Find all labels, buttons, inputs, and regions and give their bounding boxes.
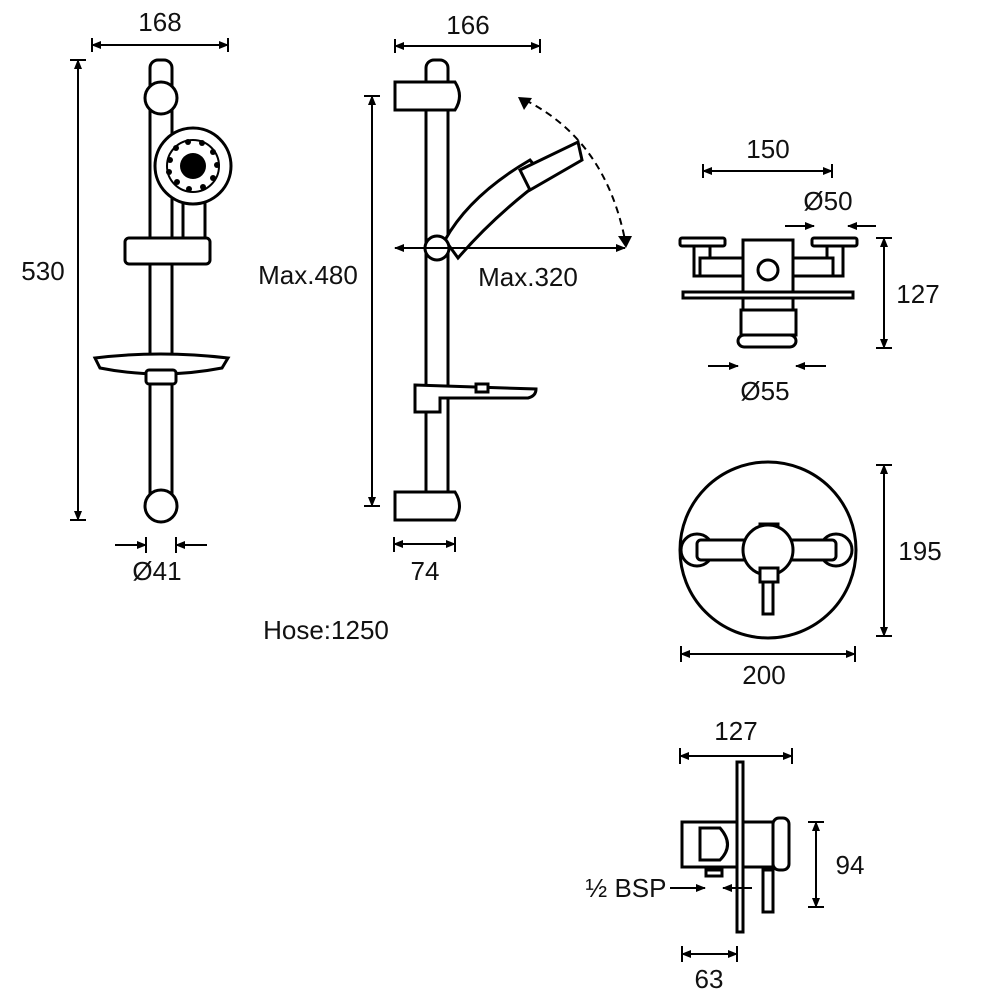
side-top-bracket <box>393 80 461 112</box>
concealed-valve-front-view: 195 200 <box>678 460 942 690</box>
riser-rail-side-view: 166 Max.480 Max.320 74 Hose:1250 <box>258 10 632 645</box>
side-bottom-bracket <box>393 490 461 522</box>
dim-200-label: 200 <box>742 660 785 690</box>
slider-holder <box>123 236 212 266</box>
bottom-bracket <box>143 488 179 524</box>
hose-length-label: Hose:1250 <box>263 615 389 645</box>
side-rail-bar <box>424 58 450 502</box>
top-bracket <box>143 80 179 116</box>
concealed-valve-side-view: 127 94 ½ BSP 63 <box>586 716 865 994</box>
dim-74-label: 74 <box>411 556 440 586</box>
dim-150-label: 150 <box>746 134 789 164</box>
rail-bar <box>148 58 174 512</box>
dim-max-480-label: Max.480 <box>258 260 358 290</box>
dim-168-label: 168 <box>138 7 181 37</box>
riser-rail-front-view: 168 530 Ø41 <box>21 7 233 586</box>
exposed-valve-view: 150 Ø50 127 Ø55 <box>678 134 940 406</box>
dim-195-label: 195 <box>898 536 941 566</box>
dim-63-label: 63 <box>695 964 724 994</box>
handset-front <box>153 126 233 252</box>
dim-diameter-55-label: Ø55 <box>740 376 789 406</box>
dim-530-label: 530 <box>21 256 64 286</box>
dim-diameter-41-label: Ø41 <box>132 556 181 586</box>
dim-166-label: 166 <box>446 10 489 40</box>
dim-127-side-label: 127 <box>714 716 757 746</box>
bsp-label: ½ BSP <box>586 873 667 903</box>
dim-94-label: 94 <box>836 850 865 880</box>
dim-127-label: 127 <box>896 279 939 309</box>
dim-max-320-label: Max.320 <box>478 262 578 292</box>
soap-dish <box>92 352 231 376</box>
dim-diameter-50-label: Ø50 <box>803 186 852 216</box>
side-soap-dish <box>413 383 538 414</box>
